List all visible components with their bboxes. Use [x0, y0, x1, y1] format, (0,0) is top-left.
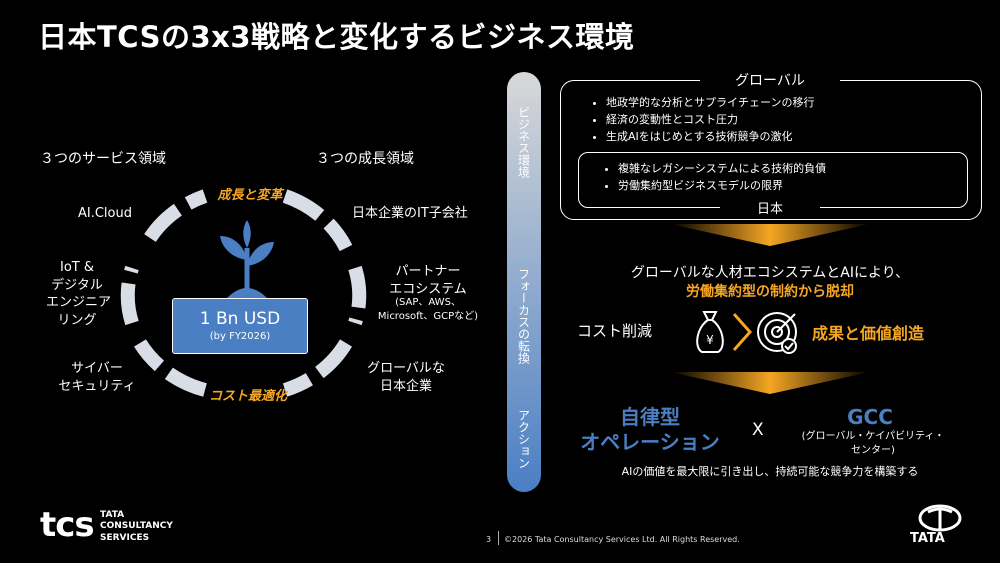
money-bag-icon: ¥ — [696, 311, 724, 353]
footer-divider — [498, 531, 499, 545]
page-number: 3 — [486, 535, 492, 544]
target-icon — [757, 312, 797, 354]
tata-wordmark: TATA — [910, 531, 945, 546]
top-arc-label: 成長と変革 — [217, 188, 283, 203]
japan-list: 複雑なレガシーシステムによる技術的負債 労働集約型ビジネスモデルの限界 — [600, 160, 826, 194]
service-ai-cloud: AI.Cloud — [78, 206, 132, 221]
cycle-arc — [348, 265, 367, 326]
svg-text:¥: ¥ — [706, 333, 714, 347]
cost-reduction-label: コスト削減 — [577, 322, 653, 340]
global-item: 生成AIをはじめとする技術競争の激化 — [606, 128, 814, 145]
japan-item: 労働集約型ビジネスモデルの限界 — [618, 177, 826, 194]
growth-partner: パートナー エコシステム — [389, 264, 467, 297]
page-title: 日本TCSの3x3戦略と変化するビジネス環境 — [38, 20, 635, 54]
phase-action: アクション — [516, 409, 531, 469]
japan-box-title: 日本 — [720, 198, 820, 217]
service-heading: ３つのサービス領域 — [40, 151, 166, 167]
growth-global-japan: グローバルな 日本企業 — [367, 361, 445, 394]
focus-line2: 労働集約型の制約から脱却 — [686, 284, 854, 300]
gcc-sub: (グローバル・ケイパビリティ・ センター) — [801, 431, 945, 456]
chevron-right-icon — [732, 313, 752, 351]
focus-line1: グローバルな人材エコシステムとAIにより、 — [630, 265, 910, 281]
value-creation-label: 成果と価値創造 — [812, 324, 925, 343]
tata-emblem-icon — [918, 504, 962, 532]
cross-symbol: X — [752, 420, 764, 440]
global-item: 地政学的な分析とサプライチェーンの移行 — [606, 94, 814, 111]
bottom-arc-label: コスト最適化 — [208, 389, 287, 404]
phase-focus: フォーカスの転換 — [516, 268, 531, 364]
down-chevron-icon — [670, 224, 870, 246]
cycle-arc — [134, 339, 207, 397]
copyright: ©2026 Tata Consultancy Services Ltd. All… — [504, 535, 740, 544]
gcc-label: GCC — [847, 405, 893, 429]
action-footer-text: AIの価値を最大限に引き出し、持続可能な競争力を構築する — [621, 465, 919, 478]
down-chevron-icon — [670, 372, 870, 394]
plant-icon — [220, 220, 274, 298]
cycle-diagram — [120, 189, 367, 397]
tcs-name: TATA CONSULTANCY SERVICES — [100, 510, 173, 543]
global-item: 経済の変動性とコスト圧力 — [606, 111, 814, 128]
revenue-box: 1 Bn USD (by FY2026) — [172, 298, 308, 354]
phase-business: ビジネス環境 — [516, 106, 531, 178]
cycle-arc — [144, 189, 208, 243]
service-iot: IoT & デジタル エンジニア リング — [46, 260, 112, 328]
cycle-arc — [282, 189, 353, 252]
tcs-logo: tcs — [40, 505, 95, 545]
revenue-sub: (by FY2026) — [209, 331, 271, 342]
cycle-arc — [120, 265, 139, 326]
growth-it-subsidiary: 日本企業のIT子会社 — [352, 206, 468, 221]
cycle-arc — [282, 339, 353, 397]
growth-partner-detail: (SAP、AWS、 Microsoft、GCPなど) — [377, 297, 479, 322]
service-cyber: サイバー セキュリティ — [58, 361, 136, 394]
vertical-phase-bar — [507, 72, 541, 492]
growth-heading: ３つの成長領域 — [316, 151, 414, 167]
global-list: 地政学的な分析とサプライチェーンの移行 経済の変動性とコスト圧力 生成AIをはじ… — [588, 94, 814, 145]
japan-item: 複雑なレガシーシステムによる技術的負債 — [618, 160, 826, 177]
revenue-main: 1 Bn USD — [199, 309, 281, 329]
autonomous-ops: 自律型 オペレーション — [580, 405, 720, 454]
global-box-title: グローバル — [700, 70, 840, 90]
